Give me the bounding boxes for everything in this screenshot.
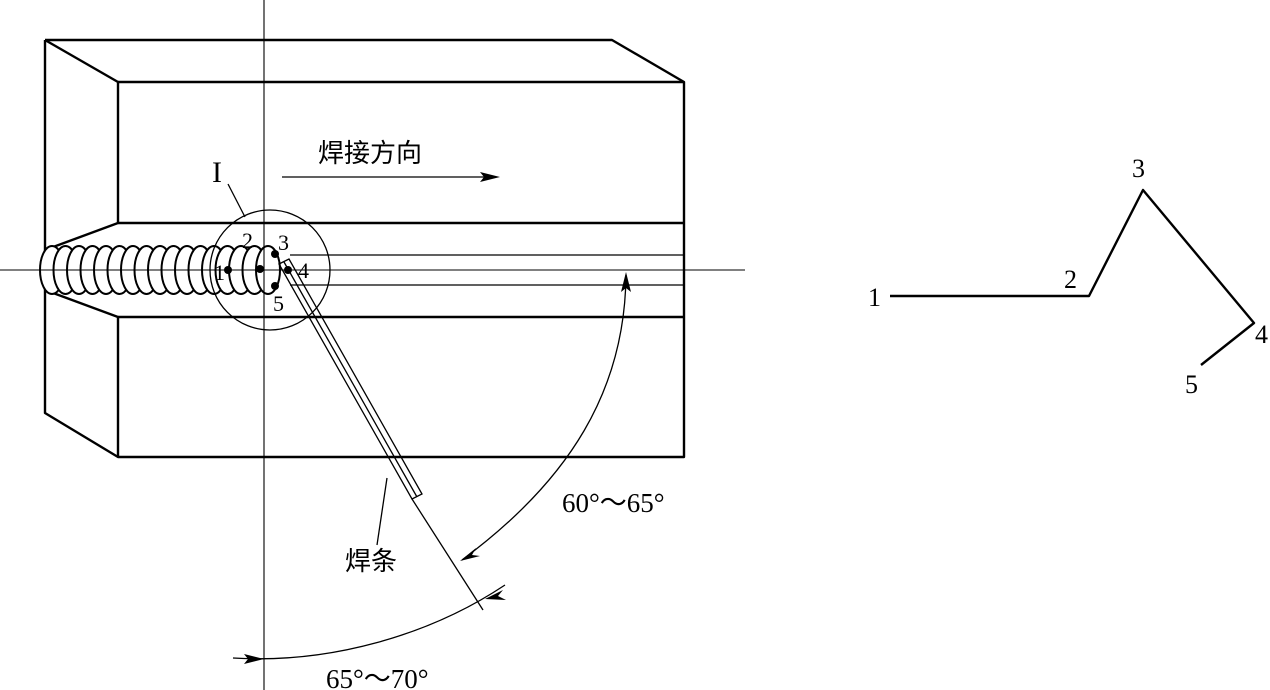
path-point-1: 1: [868, 283, 881, 312]
angle-arc-upper: 60°～65°: [460, 272, 665, 561]
weave-path-diagram: 1 2 3 4 5: [868, 154, 1268, 399]
electrode-label: 焊条: [345, 547, 397, 577]
path-point-3: 3: [1132, 154, 1145, 183]
detail-circle: I: [209, 156, 331, 331]
path-point-4: 4: [1255, 320, 1268, 349]
welding-direction-label: 焊接方向: [318, 139, 422, 169]
path-point-5: 5: [1185, 370, 1198, 399]
left-point-1: 1: [214, 260, 225, 285]
left-point-3: 3: [278, 230, 289, 255]
workpiece-block: [43, 38, 686, 459]
path-point-2: 2: [1064, 265, 1077, 294]
center-lines: [0, 0, 745, 690]
weave-points-left: 1 2 3 4 5: [214, 228, 309, 316]
angle-lower-label: 65°～70°: [326, 664, 429, 690]
left-point-2: 2: [242, 228, 253, 253]
left-point-5: 5: [273, 291, 284, 316]
electrode: 焊条: [278, 258, 484, 611]
welding-direction: 焊接方向: [282, 139, 500, 182]
left-point-4: 4: [298, 258, 309, 283]
detail-marker-label: I: [212, 156, 222, 189]
angle-upper-label: 60°～65°: [562, 488, 665, 518]
angle-arc-lower: 65°～70°: [232, 584, 506, 690]
